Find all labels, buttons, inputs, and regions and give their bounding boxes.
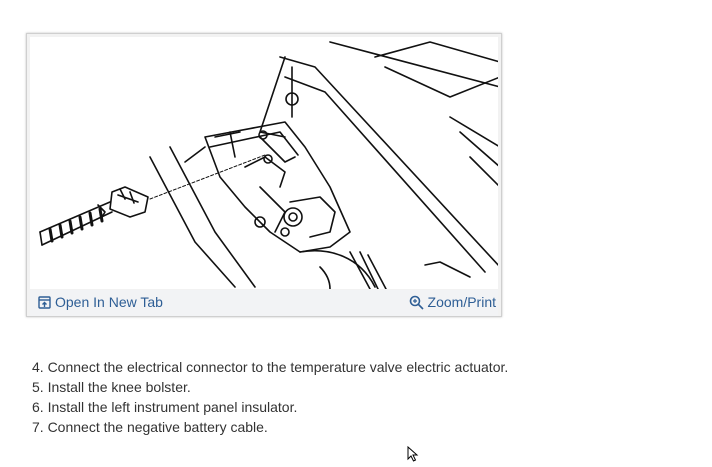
actuator-diagram-image[interactable] bbox=[30, 37, 498, 289]
open-in-new-tab-link[interactable]: Open In New Tab bbox=[38, 294, 163, 310]
step-item: 7. Connect the negative battery cable. bbox=[32, 419, 268, 435]
zoom-magnifier-icon bbox=[409, 295, 424, 310]
step-item: 4. Connect the electrical connector to t… bbox=[32, 359, 509, 375]
zoom-print-link[interactable]: Zoom/Print bbox=[409, 294, 496, 310]
figure-toolbar: Open In New Tab Zoom/Print bbox=[30, 290, 498, 316]
instruction-steps: 4. Connect the electrical connector to t… bbox=[32, 357, 508, 437]
mouse-cursor-icon bbox=[407, 445, 419, 467]
repair-figure: Open In New Tab Zoom/Print bbox=[26, 33, 502, 317]
step-item: 6. Install the left instrument panel ins… bbox=[32, 399, 298, 415]
step-item: 5. Install the knee bolster. bbox=[32, 379, 191, 395]
open-in-new-tab-label: Open In New Tab bbox=[55, 294, 163, 310]
zoom-print-label: Zoom/Print bbox=[427, 294, 496, 310]
open-in-new-tab-icon bbox=[38, 295, 51, 309]
